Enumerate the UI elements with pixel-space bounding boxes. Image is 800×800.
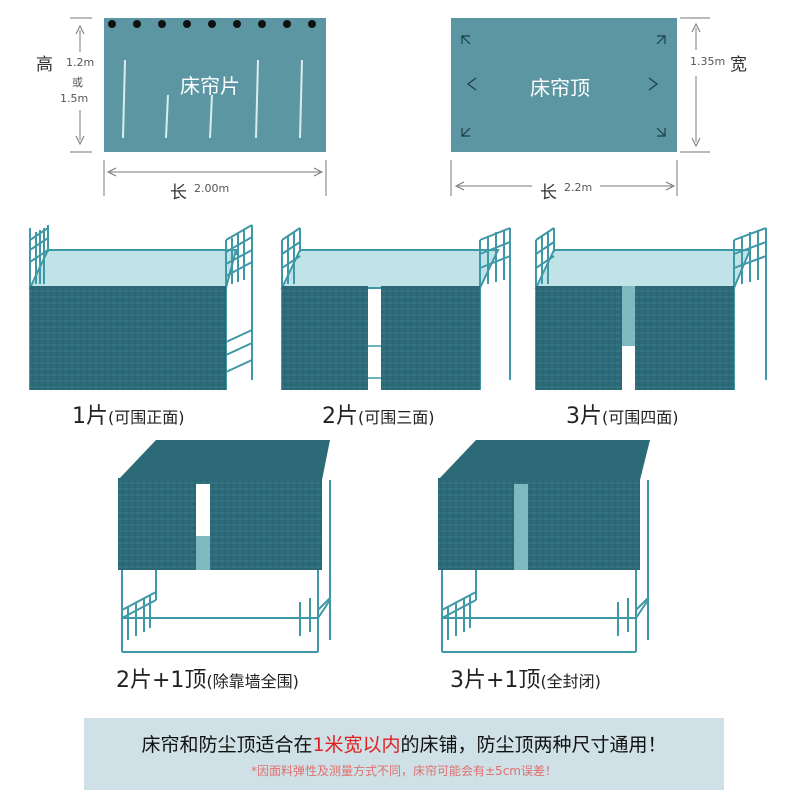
curtain-rings: [108, 20, 316, 28]
length-label: 长: [170, 183, 187, 203]
case-count: 3片: [566, 404, 602, 429]
case-desc: (全封闭): [540, 672, 601, 691]
curtain-folds: [122, 59, 303, 139]
top-length-dimension: [450, 160, 678, 196]
case-count: 2片+1顶: [116, 668, 207, 693]
case-desc: (可围四面): [602, 408, 679, 427]
bed-1-piece: [28, 224, 253, 390]
height-value-2: 1.5m: [60, 92, 89, 105]
height-value-1: 1.2m: [66, 56, 95, 69]
case-desc: (可围正面): [108, 408, 185, 427]
case-count: 2片: [322, 404, 358, 429]
case-desc: (可围三面): [358, 408, 435, 427]
top-panel-diagram: [450, 17, 710, 196]
width-dimension: [680, 17, 710, 153]
top-length-value: 2.2m: [564, 181, 593, 194]
top-panel-label: 床帘顶: [530, 76, 590, 100]
case-count: 1片: [72, 404, 108, 429]
case-label-4: 2片+1顶(除靠墙全围): [116, 662, 299, 694]
case-label-5: 3片+1顶(全封闭): [450, 662, 601, 694]
top-panel-arrows: [461, 35, 666, 137]
case-desc: (除靠墙全围): [206, 672, 299, 691]
length-value: 2.00m: [194, 182, 230, 195]
banner-suffix: 的床铺，防尘顶两种尺寸通用！: [400, 734, 667, 756]
bed-3-pieces-1-top: [438, 440, 650, 653]
curtain-panel-rect: [104, 18, 326, 152]
info-banner: 床帘和防尘顶适合在1米宽以内的床铺，防尘顶两种尺寸通用！ *因面料弹性及测量方式…: [84, 718, 724, 790]
bed-2-pieces-1-top: [118, 440, 331, 653]
height-or: 或: [72, 76, 83, 89]
case-label-1: 1片(可围正面): [72, 398, 185, 430]
curtain-panel-diagram: [70, 17, 327, 196]
bed-2-pieces: [280, 227, 511, 390]
width-value: 1.35m: [690, 55, 726, 68]
curtain-panel-label: 床帘片: [180, 74, 240, 98]
case-count: 3片+1顶: [450, 668, 541, 693]
height-dimension: [70, 17, 92, 153]
banner-highlight: 1米宽以内: [312, 734, 401, 756]
top-length-label: 长: [540, 183, 557, 203]
length-dimension: [103, 160, 327, 196]
height-label: 高: [36, 55, 53, 75]
bed-3-pieces: [534, 227, 767, 390]
case-label-3: 3片(可围四面): [566, 398, 679, 430]
banner-main-text: 床帘和防尘顶适合在1米宽以内的床铺，防尘顶两种尺寸通用！: [84, 730, 724, 757]
case-label-2: 2片(可围三面): [322, 398, 435, 430]
banner-prefix: 床帘和防尘顶适合在: [141, 734, 313, 756]
banner-note: *因面料弹性及测量方式不同，床帘可能会有±5cm误差！: [251, 764, 557, 778]
width-label: 宽: [730, 55, 747, 75]
